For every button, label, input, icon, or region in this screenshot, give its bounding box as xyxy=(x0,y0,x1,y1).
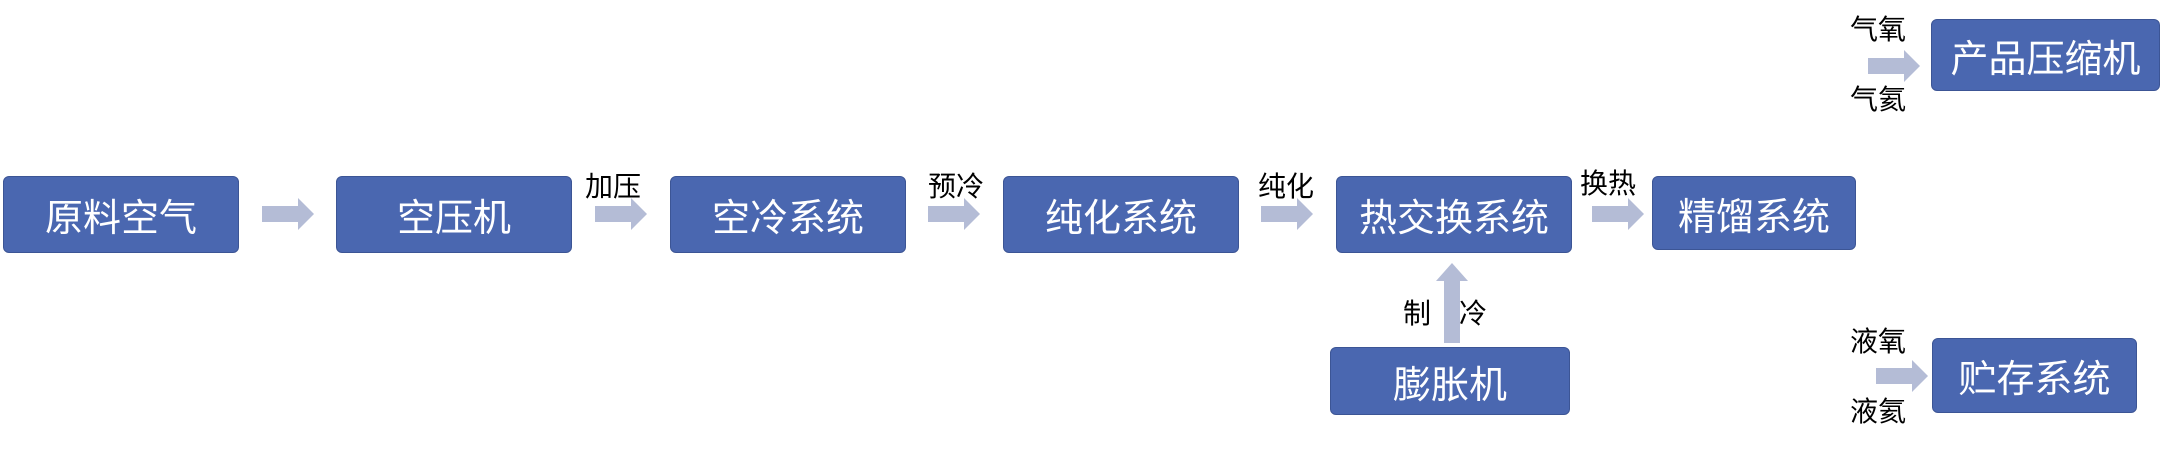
label-gas-oxygen: 气氧 xyxy=(1850,13,1907,46)
node-raw-air: 原料空气 xyxy=(3,176,239,253)
node-air-cooling-label: 空冷系统 xyxy=(711,196,864,240)
node-air-compressor-label: 空压机 xyxy=(396,196,511,240)
node-heat-exchange-label: 热交换系统 xyxy=(1358,196,1549,240)
label-gas-argon: 气氦 xyxy=(1850,83,1907,116)
label-liquid-argon: 液氦 xyxy=(1850,395,1907,428)
label-heat-exchange: 换热 xyxy=(1580,167,1637,200)
node-purification-label: 纯化系统 xyxy=(1044,196,1197,240)
node-rectification: 精馏系统 xyxy=(1652,176,1856,250)
label-purify: 纯化 xyxy=(1258,170,1315,203)
node-product-compressor-label: 产品压缩机 xyxy=(1950,36,2141,81)
label-refrigeration-right: 冷 xyxy=(1459,297,1488,330)
arrow-cooling-to-purification xyxy=(928,198,980,230)
node-air-compressor: 空压机 xyxy=(336,176,572,253)
label-pressurize: 加压 xyxy=(585,170,642,203)
arrow-compressor-to-cooling xyxy=(595,198,647,230)
node-air-cooling: 空冷系统 xyxy=(670,176,906,253)
node-raw-air-label: 原料空气 xyxy=(44,196,197,240)
node-expander: 膨胀机 xyxy=(1330,347,1570,415)
node-purification: 纯化系统 xyxy=(1003,176,1239,253)
node-storage: 贮存系统 xyxy=(1932,338,2137,413)
arrow-heat-exchange-to-rectification xyxy=(1592,198,1644,230)
arrow-expander-to-heat-exchange xyxy=(1436,263,1468,343)
label-precool: 预冷 xyxy=(928,170,985,203)
label-liquid-oxygen: 液氧 xyxy=(1850,325,1907,358)
arrow-gas-to-product-compressor xyxy=(1868,50,1920,82)
arrow-purification-to-heat-exchange xyxy=(1261,198,1313,230)
node-heat-exchange: 热交换系统 xyxy=(1336,176,1572,253)
node-expander-label: 膨胀机 xyxy=(1392,362,1507,407)
label-refrigeration-left: 制 xyxy=(1403,297,1432,330)
node-product-compressor: 产品压缩机 xyxy=(1931,19,2160,91)
node-rectification-label: 精馏系统 xyxy=(1677,194,1830,239)
arrow-raw-to-compressor xyxy=(262,198,314,230)
node-storage-label: 贮存系统 xyxy=(1958,357,2111,401)
arrow-liquid-to-storage xyxy=(1876,360,1928,392)
